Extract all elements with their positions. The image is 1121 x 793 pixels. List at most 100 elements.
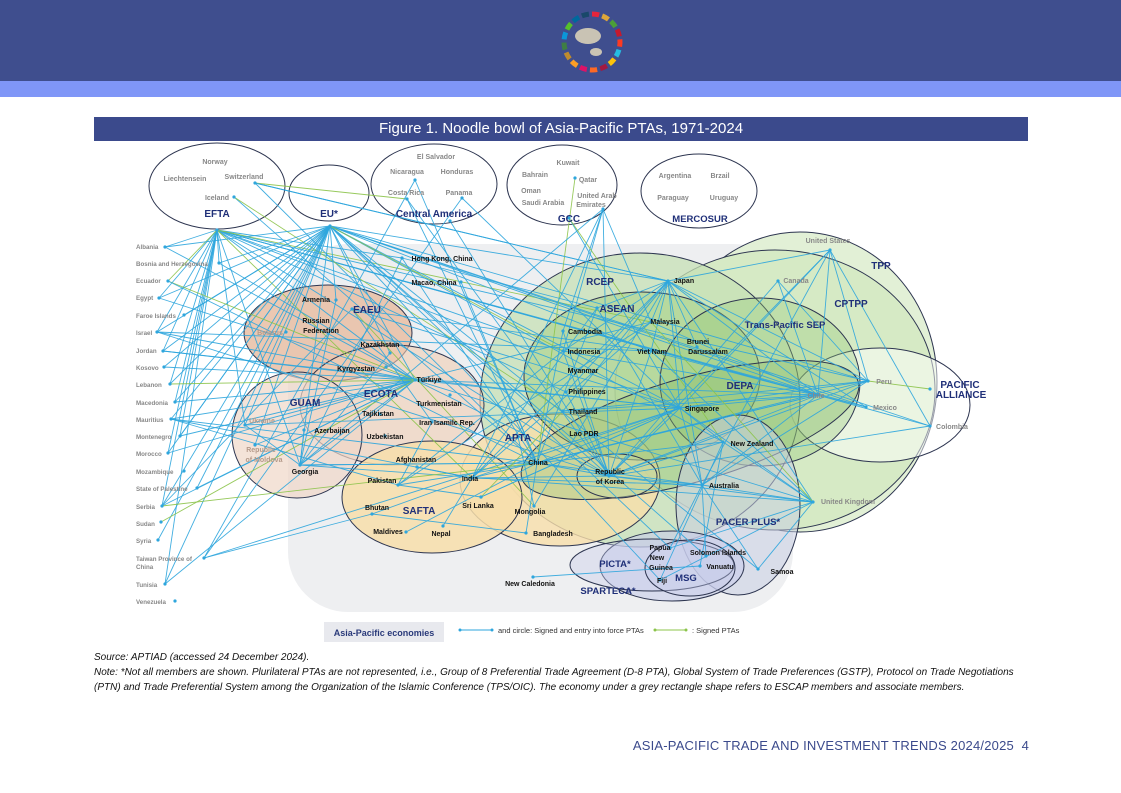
- node-dot-macao: [459, 280, 463, 284]
- pta-link-us-peru: [829, 249, 869, 382]
- node-dot-bangladesh: [524, 531, 528, 535]
- logo-ring-segment: [561, 42, 568, 51]
- pta-link-canada-peru: [777, 280, 869, 382]
- economy-label-china: China: [528, 460, 548, 467]
- node-dot-macedonia: [173, 400, 177, 404]
- pta-link-eu-lebanon: [169, 225, 331, 385]
- pta-link-india-singapore: [471, 407, 681, 479]
- pta-link-turkiye-sudan: [160, 379, 416, 523]
- node-dot-bosnia: [217, 261, 221, 265]
- node-dot-morocco: [166, 451, 170, 455]
- pta-link-india-chile: [471, 394, 819, 479]
- pta-link-efta-philippines: [216, 229, 567, 393]
- pta-link-korea-philippines: [565, 391, 610, 477]
- economy-label-chile: Chile: [807, 393, 824, 400]
- pta-link-australia-us: [701, 249, 831, 486]
- pta-link-malaysia-chile: [650, 321, 819, 396]
- pta-link-korea-cambodia: [562, 330, 610, 477]
- node-dot-thailand: [561, 409, 565, 413]
- pta-link-japan-singapore: [667, 280, 681, 409]
- group-label-msg: MSG: [675, 573, 697, 584]
- pta-link-india-australia: [471, 477, 703, 486]
- economy-label-sudan: Sudan: [136, 521, 155, 528]
- economy-label-azerbaijan: Azerbaijan: [314, 428, 349, 435]
- pta-link-efta-bosnia: [216, 229, 220, 264]
- logo-ring-segment: [614, 28, 622, 37]
- economy-label-morocco: Morocco: [136, 451, 162, 458]
- node-dot-taiwan: [202, 556, 206, 560]
- pta-link-japan-vietnam: [650, 280, 669, 352]
- economy-label-uae1: United Arab: [577, 193, 616, 200]
- ellipse-msg: [644, 539, 736, 597]
- pta-link-bhutan-taiwan: [203, 513, 373, 559]
- node-dot-mauritius: [169, 417, 173, 421]
- node-dot-serbia: [160, 504, 164, 508]
- node-dot-panama: [460, 196, 464, 200]
- ellipse-gcc: [506, 144, 618, 226]
- pta-link-panama-taiwan: [203, 197, 463, 559]
- pta-link-eu-fiji: [329, 225, 661, 581]
- pta-link-japan-thailand: [562, 280, 669, 412]
- pta-link-australia-uk: [701, 484, 814, 503]
- pta-link-turkiye-korea: [414, 379, 610, 477]
- pta-link-eu-bosnia: [218, 225, 331, 264]
- pta-link-singapore-australia: [679, 407, 703, 486]
- pta-link-pakistan-srilanka: [397, 484, 482, 498]
- node-dot-qatar: [573, 176, 577, 180]
- economy-label-japan: Japan: [674, 278, 694, 285]
- pta-link-turkiye-israel: [156, 331, 416, 381]
- node-dot-png: [668, 546, 672, 550]
- pta-link-turkiye-moldova: [254, 379, 416, 446]
- logo-ring-segment: [601, 13, 610, 22]
- economy-label-nicaragua: Nicaragua: [390, 169, 424, 176]
- node-dot-pacificalliance: [928, 387, 932, 391]
- pta-link-turkiye-macedonia: [174, 379, 416, 403]
- economy-label-macedonia: Macedonia: [136, 400, 169, 407]
- ellipse-picta: [569, 538, 735, 592]
- pta-link-newzealand-fiji: [659, 441, 724, 581]
- economy-label-samoa: Samoa: [771, 569, 794, 576]
- node-dot-singapore: [678, 406, 682, 410]
- economy-label-lebanon: Lebanon: [136, 382, 162, 389]
- pta-link-georgia-armenia: [299, 299, 337, 466]
- logo-ring-segment: [578, 65, 588, 72]
- pta-link-nicaragua-taiwan: [203, 179, 416, 559]
- pta-link-fiji-uk: [659, 501, 814, 581]
- node-dot-eu: [328, 224, 332, 228]
- pta-link-georgia-azerbaijan: [299, 429, 305, 466]
- economy-label-palestine: State of Palestine: [136, 486, 188, 493]
- legend: Asia-Pacific economies and circle: Signe…: [324, 622, 740, 642]
- pta-link-turkiye-bosnia: [218, 262, 416, 381]
- pta-link-asean-australia: [596, 307, 703, 486]
- pta-link-eu-colombia: [329, 225, 931, 427]
- pta-link-singapore-sri: [480, 407, 681, 498]
- node-dot-afghanistan: [415, 465, 419, 469]
- economy-label-mozambique: Mozambique: [136, 469, 174, 476]
- node-dot-ukraine: [243, 423, 247, 427]
- page-number: 4: [1021, 738, 1029, 753]
- pta-link-efta-singapore: [216, 229, 681, 409]
- pta-link-mexico-chile: [817, 394, 867, 408]
- legend-signed-label: : Signed PTAs: [692, 626, 740, 635]
- economy-label-png1: Papua: [649, 545, 670, 552]
- pta-link-china-nicaragua: [414, 179, 538, 464]
- node-dot-peru: [866, 379, 870, 383]
- pta-link-asean-hongkong: [401, 257, 598, 309]
- pta-link-japan-indonesia: [562, 280, 669, 352]
- node-dot-jordan: [161, 349, 165, 353]
- node-dot-indonesia: [561, 349, 565, 353]
- page-header-stripe: [0, 81, 1121, 97]
- economy-label-tunisia: Tunisia: [136, 582, 158, 589]
- logo-ring-segment: [613, 48, 622, 58]
- figure-title: Figure 1. Noodle bowl of Asia-Pacific PT…: [94, 117, 1028, 141]
- node-dot-venezuela: [173, 599, 177, 603]
- group-label-sparteca: SPARTECA*: [580, 586, 636, 597]
- node-dot-us: [828, 248, 832, 252]
- economy-label-albania: Albania: [136, 244, 159, 251]
- group-label-eu: EU*: [320, 209, 338, 220]
- logo-ring-segment: [564, 21, 573, 31]
- economy-label-armenia: Armenia: [302, 297, 330, 304]
- economy-label-iceland: Iceland: [205, 195, 229, 202]
- group-label-picta: PICTA*: [599, 559, 631, 570]
- group-label-pacific_alliance_1: PACIFIC: [940, 380, 979, 391]
